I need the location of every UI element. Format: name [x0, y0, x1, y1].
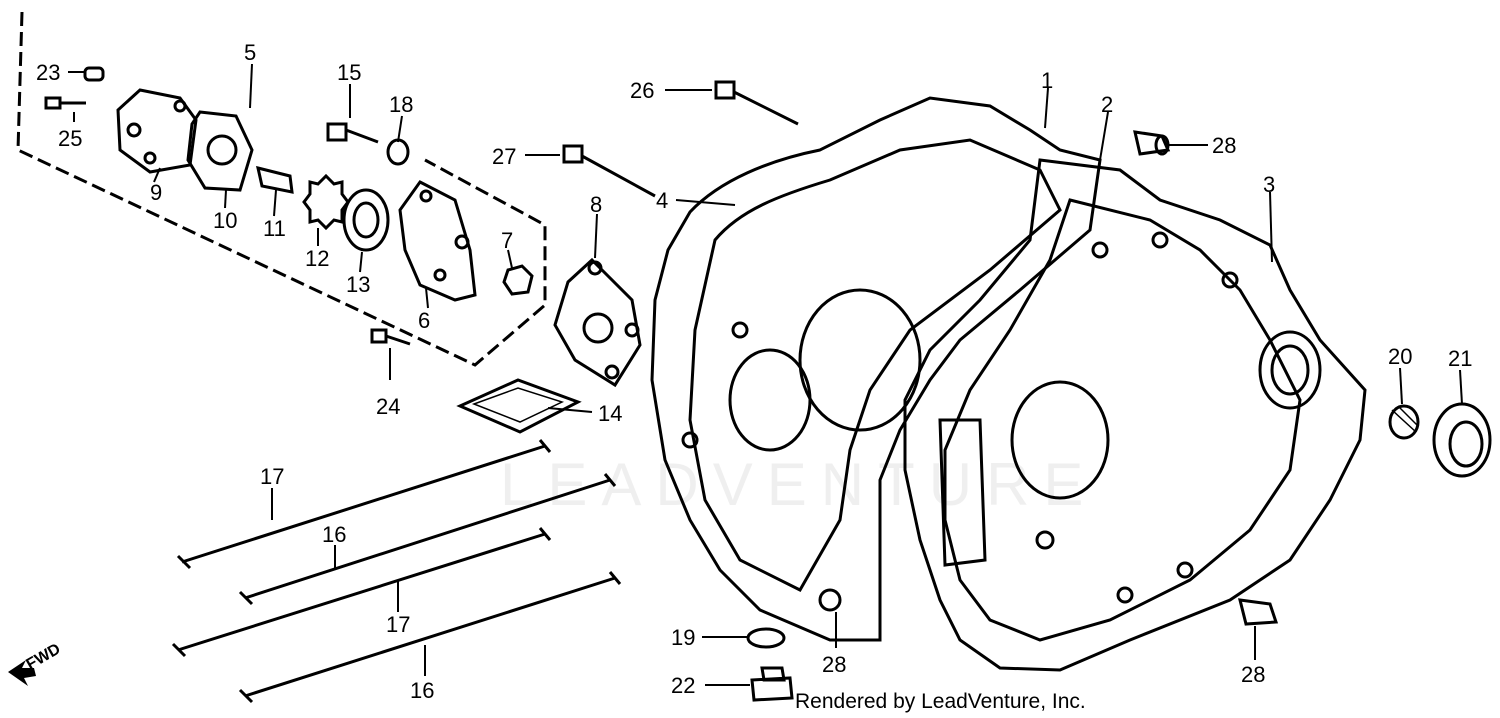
fwd-arrow-icon — [8, 660, 36, 686]
callout-6-body: 6 — [418, 308, 430, 333]
drain-plug-22 — [750, 666, 794, 702]
pump-shaft-piece — [256, 165, 294, 194]
callout-10: 10 — [213, 208, 237, 233]
callout-20: 20 — [1388, 344, 1412, 369]
callout-25: 25 — [58, 126, 82, 151]
callout-16-upper: 16 — [322, 522, 346, 547]
callout-5: 5 — [244, 40, 256, 65]
bolt-23 — [83, 66, 105, 82]
callout-11: 11 — [263, 216, 286, 241]
callout-28-top: 28 — [1212, 133, 1236, 158]
callout-14: 14 — [598, 401, 622, 426]
callout-18: 18 — [389, 92, 413, 117]
leader-lines — [68, 63, 1463, 686]
bolt-25 — [44, 96, 86, 110]
left-case-inner — [688, 138, 1062, 592]
callout-1: 1 — [1041, 68, 1053, 93]
left-crankcase — [650, 96, 1102, 642]
bolt-27 — [562, 144, 656, 198]
studs — [171, 439, 622, 704]
callout-28-right: 28 — [1241, 662, 1265, 687]
callout-28-center: 28 — [822, 652, 846, 677]
nut — [502, 264, 534, 296]
callout-3: 3 — [1263, 172, 1275, 197]
oil-screen-14 — [456, 378, 582, 434]
callout-19: 19 — [671, 625, 695, 650]
bolt-24 — [370, 328, 411, 346]
callout-21: 21 — [1448, 346, 1472, 371]
output-shaft-bore — [1258, 330, 1322, 410]
pump-body — [398, 180, 477, 302]
callout-17-upper: 17 — [260, 464, 284, 489]
crankcase-gasket-8 — [553, 257, 642, 388]
callout-13: 13 — [346, 272, 370, 297]
long-bolts — [562, 80, 799, 198]
callout-22: 22 — [671, 673, 695, 698]
crankcase-assembly — [650, 96, 1367, 672]
callout-4: 4 — [656, 188, 668, 213]
callout-26: 26 — [630, 78, 654, 103]
washer-18 — [386, 138, 410, 166]
bolt-15 — [326, 122, 379, 144]
stud-16-upper — [238, 473, 617, 606]
callout-17-lower: 17 — [386, 612, 410, 637]
callout-15: 15 — [337, 60, 361, 85]
stud-17-upper — [176, 439, 552, 570]
callout-27: 27 — [492, 144, 516, 169]
fwd-indicator: FWD — [8, 641, 64, 686]
bearing-bore-left — [728, 348, 812, 452]
callout-16-lower: 16 — [410, 678, 434, 703]
inner-rotor — [302, 173, 350, 231]
pump-gasket — [186, 110, 254, 192]
fwd-label: FWD — [24, 641, 64, 674]
crankcase-window — [938, 418, 987, 567]
stud-17-lower — [171, 527, 552, 658]
small-parts — [746, 130, 1492, 702]
group-border — [16, 11, 547, 367]
right-crankcase — [903, 158, 1367, 672]
callout-8: 8 — [590, 192, 602, 217]
dowel-28-lower-right — [1238, 598, 1279, 626]
outer-rotor — [342, 188, 390, 252]
callout-2: 2 — [1101, 92, 1113, 117]
washer-19 — [746, 627, 786, 649]
right-case-inner — [943, 198, 1302, 642]
callout-labels: 1 2 3 4 5 6 6 7 8 9 10 11 12 13 14 15 16… — [36, 40, 1472, 703]
callout-12: 12 — [305, 246, 329, 271]
stud-16-lower — [238, 571, 622, 704]
oil-pump-group — [16, 11, 547, 367]
main-bearing-bore — [1010, 380, 1110, 500]
gasket-and-screen — [456, 257, 642, 434]
callout-24: 24 — [376, 394, 400, 419]
callout-7: 7 — [501, 228, 513, 253]
bolt-26 — [714, 80, 799, 126]
callout-23: 23 — [36, 60, 60, 85]
needle-bearing-20 — [1388, 404, 1420, 440]
watermark: LEADVENTURE — [500, 451, 1098, 518]
render-credit: Rendered by LeadVenture, Inc. — [795, 690, 1086, 713]
callout-9: 9 — [150, 180, 162, 205]
